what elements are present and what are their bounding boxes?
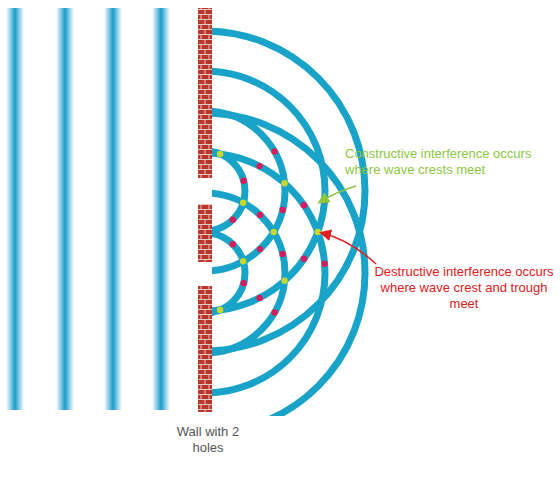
destructive-label: Destructive interference occurs where wa… [372,264,556,312]
interference-dot [257,212,263,218]
interference-dot [280,207,286,213]
interference-dot [301,256,307,262]
interference-dot [256,163,262,169]
interference-dot [281,180,287,186]
interference-dot [271,148,277,154]
interference-dot [257,246,263,252]
circular-waves [212,31,365,416]
wave-arc [212,71,325,311]
wave-arc [212,113,365,416]
interference-dot [256,295,262,301]
interference-dots [217,148,328,315]
interference-dot [217,307,223,313]
wave-arc [212,111,285,271]
leader-line [320,186,356,202]
wave-arc [212,153,325,393]
brick-wall [198,8,212,412]
interference-dot [240,200,246,206]
interference-dot [321,261,327,267]
interference-dot [271,229,277,235]
plane-waves [6,8,170,410]
interference-dot [315,229,321,235]
wave-arc [212,193,285,353]
wall-label: Wall with 2 holes [176,424,240,456]
interference-dot [241,178,247,184]
constructive-label: Constructive interference occurs where w… [345,146,557,178]
interference-dot [271,309,277,315]
interference-dot [240,258,246,264]
wave-arc [212,31,365,351]
interference-dot [280,251,286,257]
interference-dot [301,202,307,208]
interference-dot [230,241,236,247]
interference-dot [281,278,287,284]
interference-dot [217,151,223,157]
leader-line [322,233,376,264]
interference-dot [230,217,236,223]
interference-dot [241,280,247,286]
